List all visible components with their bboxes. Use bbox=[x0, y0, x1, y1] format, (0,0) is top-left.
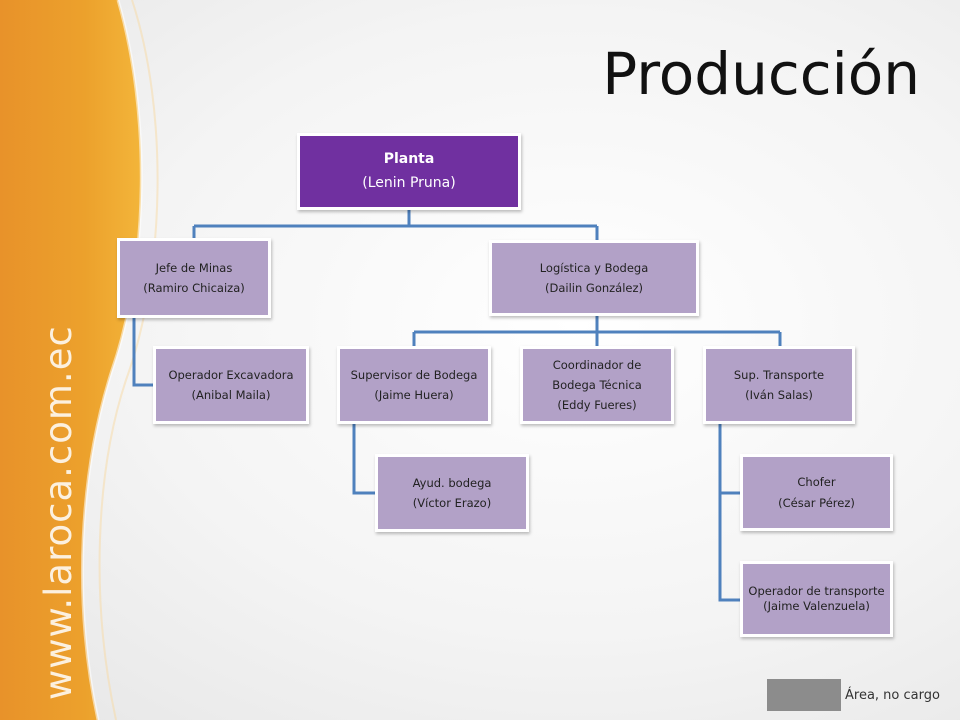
org-node-chofer: Chofer (César Pérez) bbox=[740, 454, 893, 531]
node-person: (Víctor Erazo) bbox=[412, 496, 492, 510]
node-title: Jefe de Minas bbox=[155, 260, 233, 275]
node-title: Supervisor de Bodega bbox=[350, 367, 478, 382]
node-title: Logística y Bodega bbox=[539, 260, 649, 275]
node-title-line1: Coordinador de bbox=[552, 357, 642, 372]
node-person: (Jaime Valenzuela) bbox=[763, 599, 870, 613]
node-person: (Ramiro Chicaiza) bbox=[143, 281, 245, 295]
node-person: (Lenin Pruna) bbox=[362, 174, 456, 191]
org-node-ayud-bodega: Ayud. bodega (Víctor Erazo) bbox=[375, 454, 529, 532]
node-person: (Eddy Fueres) bbox=[557, 398, 637, 413]
connector-jefe-to-operador bbox=[132, 316, 155, 387]
node-title: Operador de transporte bbox=[748, 584, 885, 599]
org-node-planta: Planta (Lenin Pruna) bbox=[297, 133, 521, 210]
org-node-sup-transporte: Sup. Transporte (Iván Salas) bbox=[703, 346, 855, 424]
node-title: Chofer bbox=[797, 475, 836, 490]
org-node-operador-transporte: Operador de transporte (Jaime Valenzuela… bbox=[740, 561, 893, 637]
node-person: (Iván Salas) bbox=[745, 388, 813, 402]
node-title: Operador Excavadora bbox=[168, 367, 294, 382]
node-title: Planta bbox=[383, 150, 435, 167]
legend-label: Área, no cargo bbox=[845, 688, 940, 703]
connector-transporte-to-operador bbox=[718, 493, 743, 602]
node-title: Ayud. bodega bbox=[412, 475, 492, 490]
node-title-line2: Bodega Técnica bbox=[552, 377, 642, 392]
org-node-coordinador-bodega-tecnica: Coordinador de Bodega Técnica (Eddy Fuer… bbox=[520, 346, 674, 424]
slide-title: Producción bbox=[602, 40, 920, 108]
connector-supervisor-to-ayud bbox=[352, 422, 377, 495]
org-node-supervisor-bodega: Supervisor de Bodega (Jaime Huera) bbox=[337, 346, 491, 424]
org-node-operador-excavadora: Operador Excavadora (Anibal Maila) bbox=[153, 346, 309, 424]
node-person: (Dailin González) bbox=[544, 281, 644, 295]
org-node-logistica-bodega: Logística y Bodega (Dailin González) bbox=[489, 240, 699, 316]
node-person: (Jaime Huera) bbox=[374, 388, 454, 402]
node-person: (César Pérez) bbox=[778, 495, 855, 510]
org-node-jefe-minas: Jefe de Minas (Ramiro Chicaiza) bbox=[117, 238, 271, 318]
node-person: (Anibal Maila) bbox=[191, 388, 271, 402]
node-title: Sup. Transporte bbox=[733, 367, 825, 382]
legend-swatch bbox=[767, 679, 841, 711]
